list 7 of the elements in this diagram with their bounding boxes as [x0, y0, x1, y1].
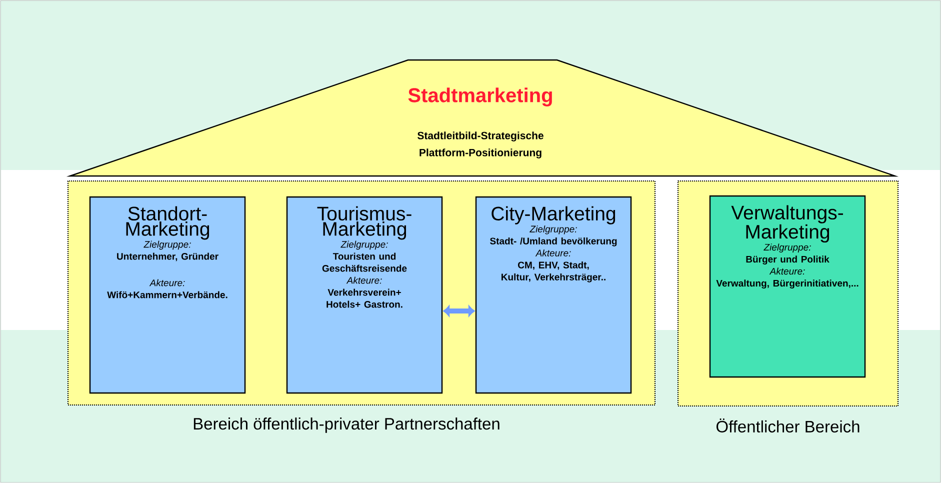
- double-arrow: [443, 306, 475, 316]
- marketing-box: City-Marketing Zielgruppe: Stadt- /Umland bevölkerung Akteure: CM, EHV, Stadt, Kultur, Verkehrsträger..: [475, 196, 632, 394]
- marketing-box: Tourismus-Marketing Zielgruppe: Touristen und Geschäftsreisende Akteure: Verkehrsverein+ Hotels+ Gastron.: [286, 196, 443, 394]
- marketing-box: Verwaltungs-Marketing Zielgruppe: Bürger und Politik Akteure: Verwaltung, Bürgerinitiativen,...: [709, 195, 866, 378]
- marketing-box: Standort-Marketing Zielgruppe: Unternehmer, Gründer Akteure: Wifö+Kammern+Verbände.: [89, 196, 246, 394]
- node-label: Bereich öffentlich-privater Partnerschaften: [194, 418, 500, 433]
- node-label: Öffentlicher Bereich: [716, 418, 860, 432]
